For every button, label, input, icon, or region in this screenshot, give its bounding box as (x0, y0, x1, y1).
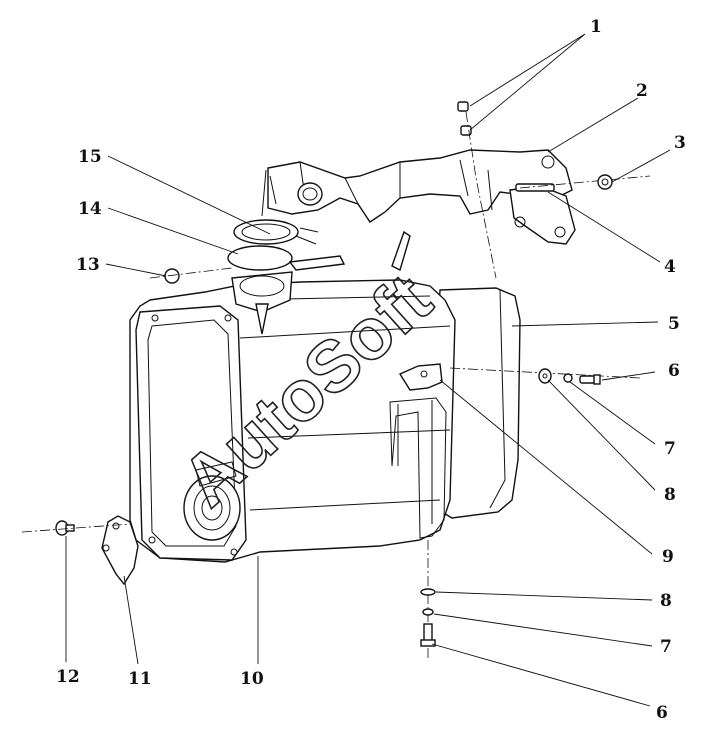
callout-7b-number: 7 (660, 637, 672, 657)
callout-11-number: 11 (128, 669, 152, 689)
callout-15-number: 15 (78, 147, 102, 167)
callout-numbers: 1 2 3 4 5 6 7 8 9 8 7 6 15 14 13 12 11 1… (56, 17, 686, 723)
filler-neck (227, 219, 346, 335)
callout-12-number: 12 (56, 667, 80, 687)
callout-10-number: 10 (240, 669, 264, 689)
washer-nut-bolt-bottom (420, 540, 436, 660)
bolt-axis-line (465, 111, 497, 279)
callout-6b-number: 6 (656, 703, 668, 723)
callout-5-number: 5 (668, 314, 680, 334)
callout-7-number: 7 (664, 439, 676, 459)
washer-nut-bolt-side (449, 367, 641, 385)
callout-9-number: 9 (662, 547, 674, 567)
callout-8-number: 8 (664, 485, 676, 505)
callout-8b-number: 8 (660, 591, 672, 611)
callout-2-number: 2 (636, 81, 648, 101)
tank-body (129, 230, 521, 563)
screw-12 (21, 520, 131, 536)
bolt-and-nut (515, 174, 651, 192)
mounting-bracket (261, 149, 576, 245)
callout-1-number: 1 (590, 17, 602, 37)
shield-plate (101, 515, 139, 586)
callout-14-number: 14 (78, 199, 102, 219)
callout-6-number: 6 (668, 361, 680, 381)
leader-lines (65, 33, 671, 707)
callout-3-number: 3 (674, 133, 686, 153)
callout-13-number: 13 (76, 255, 100, 275)
nut-pair (457, 101, 472, 136)
callout-4-number: 4 (664, 257, 676, 277)
